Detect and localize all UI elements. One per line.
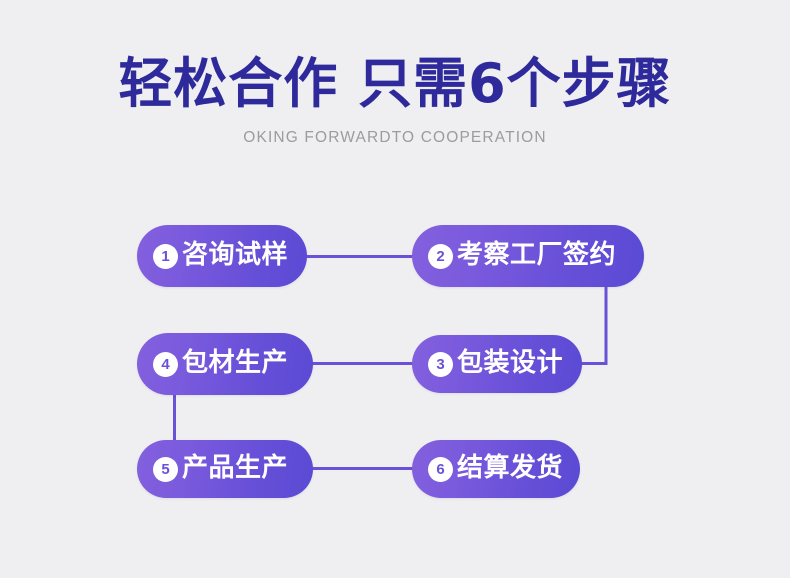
step-number-badge-4: 4 <box>153 351 178 377</box>
flow-step-6[interactable]: 6 结算发货 <box>412 440 580 498</box>
page-subtitle: OKING FORWARDTO COOPERATION <box>243 128 547 146</box>
flow-step-1[interactable]: 1 咨询试样 <box>137 225 307 287</box>
flow-step-2[interactable]: 2 考察工厂签约 <box>412 225 644 287</box>
step-label-4: 包材生产 <box>182 348 289 378</box>
step-number-badge-2: 2 <box>428 243 453 269</box>
flow-step-4[interactable]: 4 包材生产 <box>137 333 313 395</box>
flow-step-5[interactable]: 5 产品生产 <box>137 440 313 498</box>
step-label-2: 考察工厂签约 <box>457 240 617 270</box>
step-label-6: 结算发货 <box>457 453 564 483</box>
step-label-5: 产品生产 <box>182 453 289 483</box>
page-title: 轻松合作 只需6个步骤 <box>118 52 672 115</box>
step-number-badge-5: 5 <box>153 456 178 482</box>
flow-step-3[interactable]: 3 包装设计 <box>412 335 582 393</box>
step-number-badge-3: 3 <box>428 351 453 377</box>
step-label-1: 咨询试样 <box>182 240 289 270</box>
step-number-badge-1: 1 <box>153 243 178 269</box>
step-number-badge-6: 6 <box>428 456 453 482</box>
step-label-3: 包装设计 <box>457 348 564 378</box>
connector-step2-step3 <box>578 285 608 365</box>
page-header: 轻松合作 只需6个步骤 OKING FORWARDTO COOPERATION <box>0 52 790 147</box>
